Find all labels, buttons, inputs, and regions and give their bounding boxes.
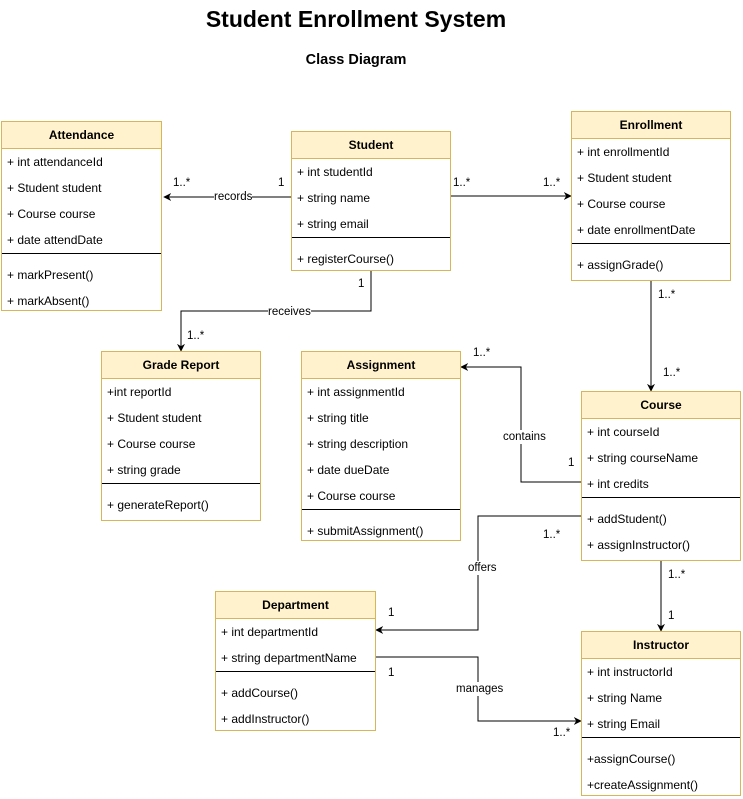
attribute: + int departmentId: [221, 625, 319, 639]
attribute: + Student student: [577, 171, 672, 185]
attribute: + date enrollmentDate: [577, 223, 696, 237]
attribute: + string email: [297, 217, 369, 231]
class-name: Student: [292, 132, 450, 159]
attribute: + int courseId: [587, 425, 660, 439]
attribute: + int enrollmentId: [577, 145, 670, 159]
attribute: + int instructorId: [587, 665, 673, 679]
edge-label-manages: manages: [456, 682, 504, 696]
diagram-subtitle: Class Diagram: [305, 52, 407, 68]
edge-label-offers: offers: [468, 561, 497, 575]
multiplicity: 1: [388, 667, 395, 679]
attribute: + string courseName: [587, 451, 699, 465]
class-name: Department: [216, 592, 375, 619]
attribute: + Course course: [7, 207, 96, 221]
attribute: + Course course: [577, 197, 666, 211]
class-name: Assignment: [302, 352, 460, 379]
method: +assignCourse(): [587, 752, 676, 766]
attribute: + int assignmentId: [307, 385, 405, 399]
method: + generateReport(): [107, 498, 209, 512]
class-name: Grade Report: [102, 352, 260, 379]
method: +createAssignment(): [587, 778, 699, 792]
attribute: + Student student: [107, 411, 202, 425]
attribute: + Course course: [307, 489, 396, 503]
class-name: Attendance: [2, 122, 161, 149]
compartment-divider: [582, 497, 740, 506]
multiplicity: 1..*: [453, 177, 471, 189]
multiplicity: 1..*: [187, 330, 205, 342]
multiplicity: 1..*: [543, 177, 561, 189]
method: + markPresent(): [7, 268, 94, 282]
compartment-divider: [2, 253, 161, 262]
compartment-divider: [302, 509, 460, 518]
method: + addInstructor(): [221, 712, 310, 726]
class-instructor[interactable]: Instructor + int instructorId + string N…: [581, 631, 741, 796]
edge-contains: [460, 363, 581, 483]
class-course[interactable]: Course + int courseId + string courseNam…: [581, 391, 741, 561]
class-enrollment[interactable]: Enrollment + int enrollmentId + Student …: [571, 111, 731, 281]
class-grade-report[interactable]: Grade Report +int reportId + Student stu…: [101, 351, 261, 521]
multiplicity: 1: [358, 278, 365, 290]
method: + registerCourse(): [297, 252, 395, 266]
multiplicity: 1..*: [658, 289, 676, 301]
diagram-title: Student Enrollment System: [205, 6, 507, 32]
edge-label-contains: contains: [503, 430, 546, 444]
class-assignment[interactable]: Assignment + int assignmentId + string t…: [301, 351, 461, 541]
attribute: + string description: [307, 437, 409, 451]
class-attendance[interactable]: Attendance + int attendanceId + Student …: [1, 121, 162, 311]
method: + submitAssignment(): [307, 524, 424, 538]
class-department[interactable]: Department + int departmentId + string d…: [215, 591, 376, 731]
multiplicity: 1..*: [668, 569, 686, 581]
attribute: + Course course: [107, 437, 196, 451]
edge-label-records: records: [214, 190, 253, 204]
multiplicity: 1..*: [553, 727, 571, 739]
multiplicity: 1..*: [473, 347, 491, 359]
attribute: +int reportId: [107, 385, 172, 399]
class-name: Enrollment: [572, 112, 730, 139]
multiplicity: 1..*: [663, 367, 681, 379]
attribute: + int credits: [587, 477, 649, 491]
method: + assignGrade(): [577, 258, 664, 272]
class-name: Course: [582, 392, 740, 419]
class-student[interactable]: Student + int studentId + string name + …: [291, 131, 451, 271]
attribute: + string title: [307, 411, 369, 425]
attribute: + string Name: [587, 691, 663, 705]
attribute: + int attendanceId: [7, 155, 103, 169]
attribute: + string departmentName: [221, 651, 357, 665]
edge-label-receives: receives: [268, 305, 311, 319]
class-name: Instructor: [582, 632, 740, 659]
attribute: + date attendDate: [7, 233, 103, 247]
multiplicity: 1..*: [543, 529, 561, 541]
compartment-divider: [102, 483, 260, 492]
method: + assignInstructor(): [587, 538, 691, 552]
multiplicity: 1: [278, 177, 285, 189]
attribute: + string grade: [107, 463, 181, 477]
compartment-divider: [216, 671, 375, 680]
method: + addCourse(): [221, 686, 299, 700]
multiplicity: 1: [388, 607, 395, 619]
attribute: + int studentId: [297, 165, 373, 179]
compartment-divider: [572, 243, 730, 252]
attribute: + Student student: [7, 181, 102, 195]
compartment-divider: [582, 737, 740, 746]
method: + markAbsent(): [7, 294, 90, 308]
attribute: + string Email: [587, 717, 661, 731]
compartment-divider: [292, 237, 450, 246]
attribute: + string name: [297, 191, 371, 205]
method: + addStudent(): [587, 512, 667, 526]
multiplicity: 1: [668, 610, 675, 622]
multiplicity: 1..*: [173, 177, 191, 189]
multiplicity: 1: [568, 457, 575, 469]
attribute: + date dueDate: [307, 463, 390, 477]
